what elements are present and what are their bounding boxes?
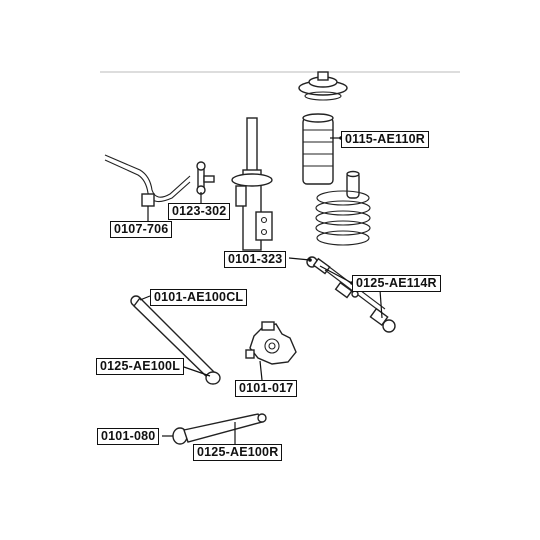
control-arm-left-part	[130, 295, 221, 385]
bump-stop-part	[346, 170, 360, 199]
lateral-link-part	[306, 256, 396, 333]
coil-spring-part	[315, 190, 371, 246]
label-trailing-arm-right: 0125-AE100R	[193, 444, 283, 461]
label-lateral-link-right: 0125-AE114R	[352, 275, 441, 292]
label-stabilizer-bushing: 0107-706	[110, 221, 173, 238]
label-top-mount: 0115-AE110R	[341, 131, 430, 148]
label-stabilizer-link: 0123-302	[168, 203, 231, 220]
strut-mount-part	[298, 71, 348, 101]
knuckle-part	[245, 321, 297, 365]
label-knuckle-bushing: 0101-017	[235, 380, 298, 397]
label-control-arm-bushing: 0101-AE100CL	[150, 289, 248, 306]
stabilizer-bar-part	[104, 154, 191, 207]
stabilizer-link-part	[196, 161, 215, 195]
trailing-arm-right-part	[172, 413, 267, 445]
dust-boot-part	[302, 113, 334, 185]
label-control-arm-left: 0125-AE100L	[96, 358, 185, 375]
label-trailing-bushing: 0101-080	[97, 428, 160, 445]
label-lateral-link-inner: 0101-323	[224, 251, 287, 268]
strut-part	[231, 117, 273, 251]
